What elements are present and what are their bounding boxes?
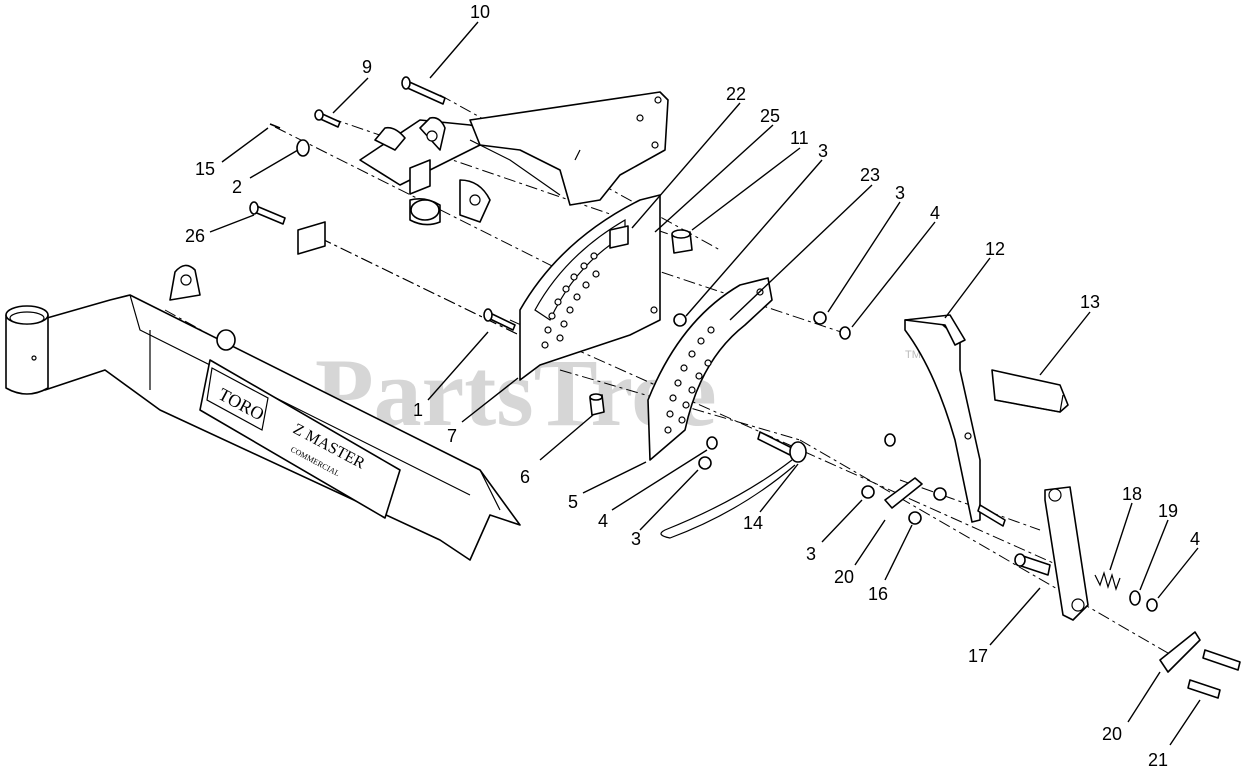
- callout-21: 21: [1148, 750, 1168, 770]
- quadrant-plate-front: [647, 277, 773, 461]
- callout-5: 5: [568, 492, 578, 512]
- callout-11: 11: [790, 128, 809, 148]
- pin-15: [269, 123, 281, 129]
- callout-9: 9: [362, 57, 372, 77]
- callout-20-lower: 20: [1102, 724, 1122, 744]
- nut-3d: [861, 485, 875, 499]
- callout-20-upper: 20: [834, 567, 854, 587]
- quadrant-plate: [519, 194, 661, 381]
- callout-19: 19: [1158, 501, 1178, 521]
- plate-26: [297, 221, 326, 255]
- pad-13: [991, 369, 1069, 413]
- callout-18: 18: [1122, 484, 1142, 504]
- hardware: [249, 76, 1241, 699]
- callout-4-mid: 4: [598, 511, 608, 531]
- callout-10: 10: [470, 2, 490, 22]
- nut-3c: [698, 456, 712, 470]
- washer-19: [1129, 590, 1141, 606]
- callout-23: 23: [860, 165, 880, 185]
- callout-7: 7: [447, 426, 457, 446]
- watermark: PartsTree TM: [315, 339, 921, 446]
- callout-16: 16: [868, 584, 888, 604]
- quadrant-front-holes: [664, 326, 715, 434]
- callout-17: 17: [968, 646, 988, 666]
- callout-1: 1: [413, 400, 423, 420]
- callout-3-mid: 3: [631, 529, 641, 549]
- control-arm-frame: [5, 264, 521, 561]
- callout-25: 25: [760, 106, 780, 126]
- nut-4b: [706, 436, 718, 450]
- mount-plate: [469, 91, 669, 206]
- watermark-tm: TM: [905, 349, 921, 361]
- lever-17: [1044, 486, 1089, 621]
- quadrant-holes: [541, 252, 600, 349]
- callout-12: 12: [985, 239, 1005, 259]
- link-20a: [884, 477, 923, 509]
- callout-26: 26: [185, 226, 205, 246]
- link-20b: [1159, 631, 1201, 673]
- callouts: 10 9 15 2 26 22 25 11 3 23 3 4 12 13 1 7…: [185, 2, 1200, 770]
- washer-2: [296, 139, 310, 157]
- callout-3-right: 3: [895, 183, 905, 203]
- callout-6: 6: [520, 467, 530, 487]
- nut-3b: [813, 311, 827, 325]
- callout-4-upper: 4: [930, 203, 940, 223]
- callout-14: 14: [743, 513, 763, 533]
- leader-lines: [209, 21, 1201, 746]
- nut-4c: [1146, 598, 1158, 612]
- callout-22: 22: [726, 84, 746, 104]
- callout-4-lower: 4: [1190, 529, 1200, 549]
- callout-3-upper: 3: [818, 141, 828, 161]
- callout-13: 13: [1080, 292, 1100, 312]
- callout-3-lower: 3: [806, 544, 816, 564]
- callout-2: 2: [232, 177, 242, 197]
- pivot-bracket: [359, 116, 491, 226]
- bolt-21b: [1187, 679, 1221, 699]
- callout-15: 15: [195, 159, 215, 179]
- pedal-12: [904, 317, 981, 523]
- nut-4a: [839, 326, 851, 340]
- nut-3a: [673, 313, 687, 327]
- bolt-21a: [1202, 649, 1241, 671]
